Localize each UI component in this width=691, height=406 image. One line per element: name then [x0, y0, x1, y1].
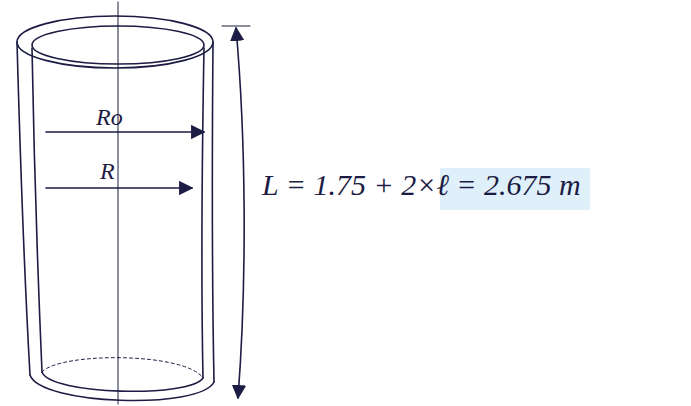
outer-bottom-rim: [30, 375, 214, 400]
extension-line: [222, 25, 250, 26]
inner-right-wall: [202, 48, 204, 378]
inner-top-rim: [32, 26, 204, 64]
inner-radius-arrow: [46, 187, 192, 189]
outer-right-wall: [212, 42, 214, 382]
outer-left-wall: [17, 42, 30, 375]
outer-top-rim: [17, 16, 213, 68]
length-equation: L = 1.75 + 2×ℓ = 2.675 m: [262, 168, 581, 201]
axis-line: [118, 2, 119, 404]
inner-bottom-rim: [42, 372, 203, 391]
outer-radius-arrow: [46, 131, 204, 133]
inner-bottom-back: [42, 358, 203, 378]
inner-radius-label: R: [100, 158, 115, 184]
length-dimension-arrow: [236, 28, 244, 398]
outer-radius-label: Ro: [96, 104, 123, 130]
inner-left-wall: [32, 48, 42, 372]
